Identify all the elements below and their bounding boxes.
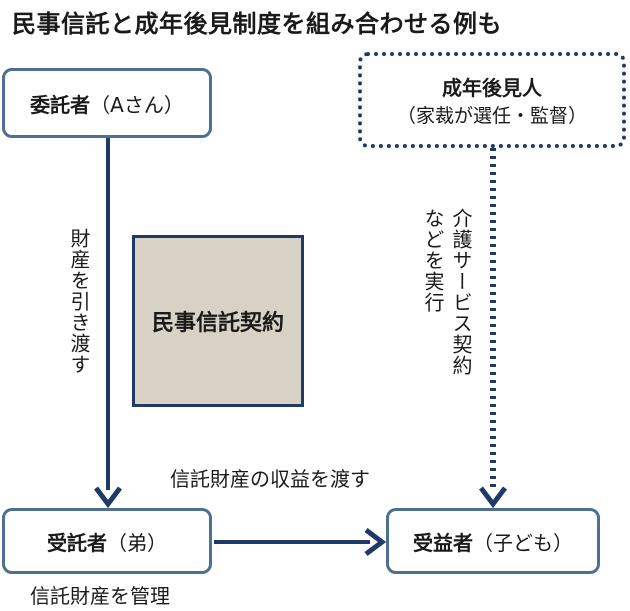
income-arrow-head xyxy=(364,528,387,556)
trustee-box: 受託者 （弟） xyxy=(2,508,212,574)
beneficiary-box: 受益者 （子ども） xyxy=(386,508,600,574)
entrustor-box: 委託者 （Aさん） xyxy=(2,68,212,138)
entrustor-note: （Aさん） xyxy=(90,92,184,117)
income-label: 信託財産の収益を渡す xyxy=(170,467,370,491)
guardian-note: （家裁が選任・監督） xyxy=(396,105,587,127)
diagram-title: 民事信託と成年後見制度を組み合わせる例も xyxy=(12,10,502,38)
entrustor-name: 委託者 xyxy=(30,92,91,117)
trustee-note: （弟） xyxy=(107,530,167,555)
trustee-name: 受託者 xyxy=(47,530,107,555)
trust-contract-box: 民事信託契約 xyxy=(132,235,304,407)
beneficiary-note: （子ども） xyxy=(473,530,573,555)
care-label-2: などを実行 xyxy=(421,208,445,313)
beneficiary-name: 受益者 xyxy=(413,530,473,555)
transfer-label: 財産を引き渡す xyxy=(67,228,91,375)
guardian-name: 成年後見人 xyxy=(442,76,542,100)
care-arrow-head xyxy=(479,486,507,509)
care-label-1: 介護サービス契約 xyxy=(449,208,473,376)
trust-contract-label: 民事信託契約 xyxy=(151,311,284,336)
manage-label: 信託財産を管理 xyxy=(30,584,170,608)
transfer-arrow-head xyxy=(94,486,122,509)
guardian-box: 成年後見人 （家裁が選任・監督） xyxy=(358,52,626,148)
